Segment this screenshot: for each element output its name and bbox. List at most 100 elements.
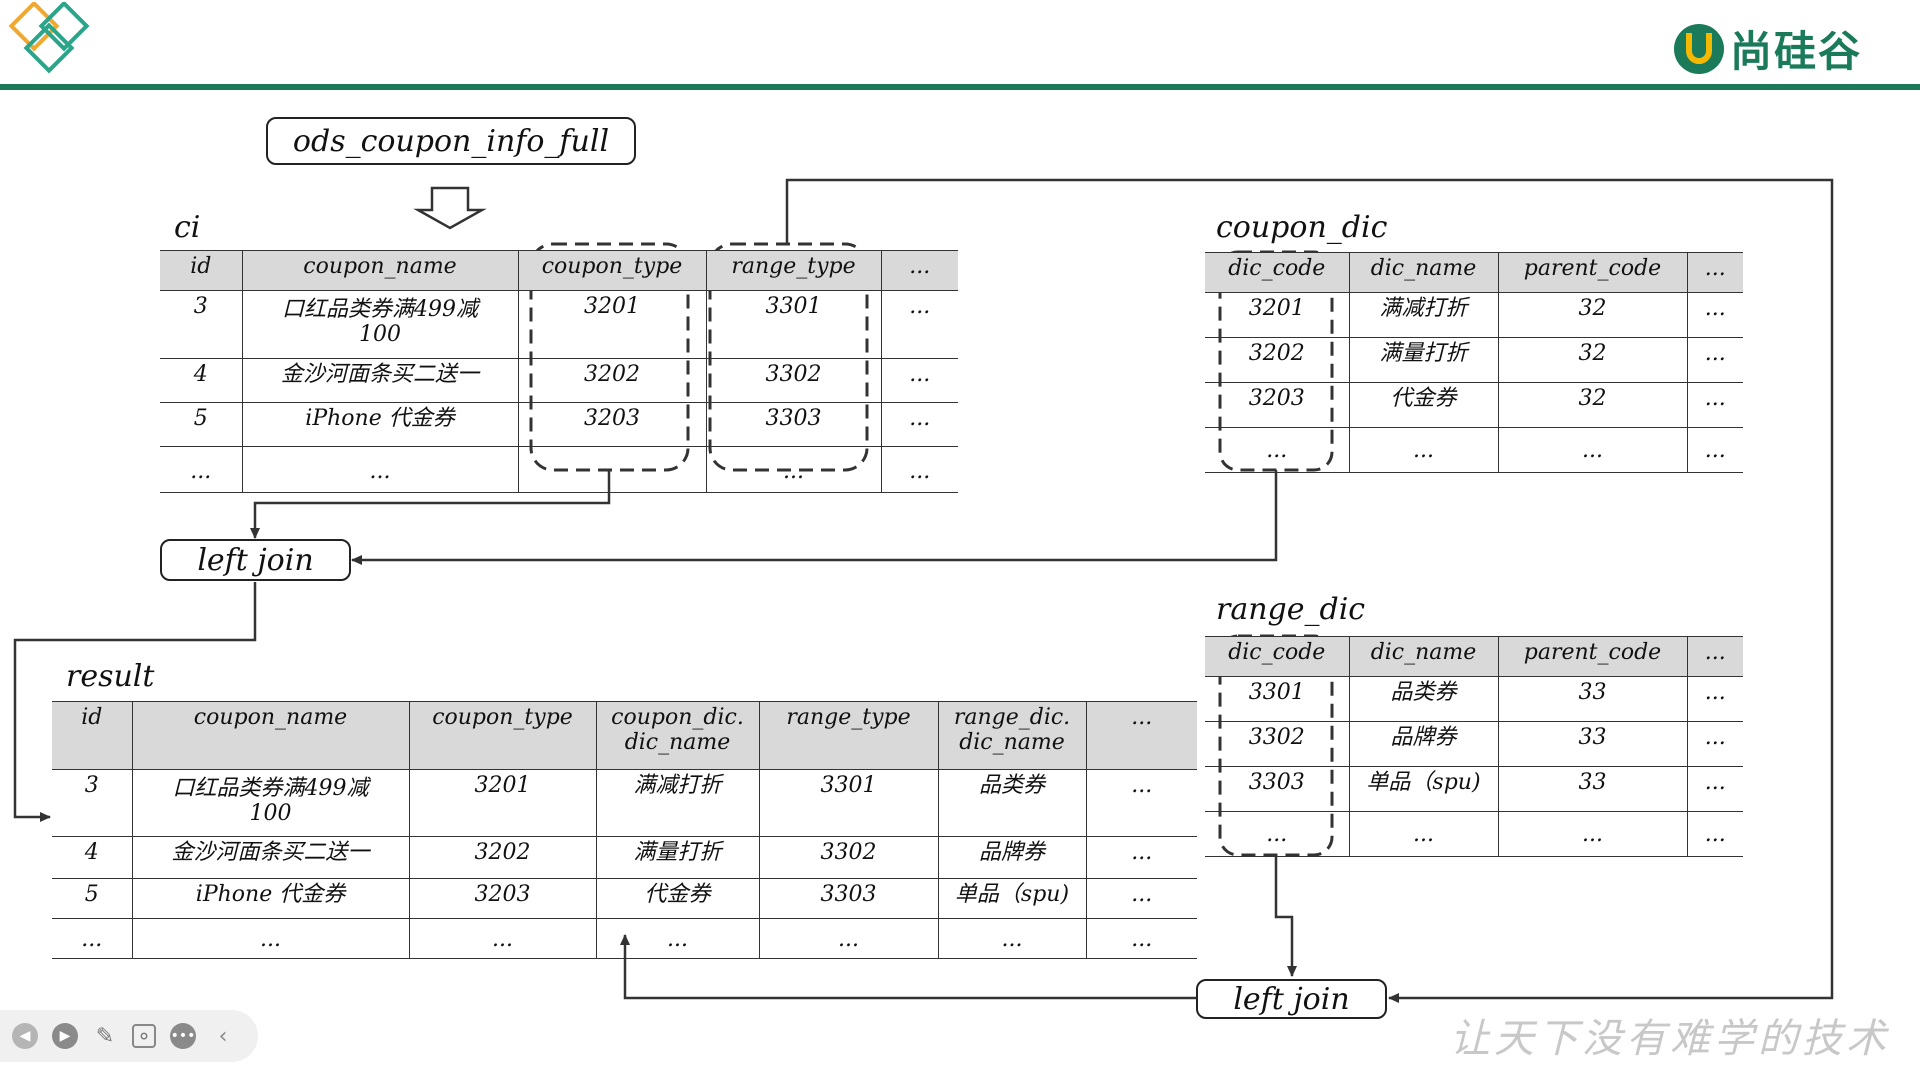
table-cell: 3: [160, 290, 243, 359]
table-row: ... ... ... ...: [1205, 427, 1743, 473]
brand-name: 尚硅谷: [1730, 27, 1863, 76]
zoom-icon[interactable]: ∘: [132, 1024, 156, 1049]
pen-icon[interactable]: ✎: [95, 1023, 115, 1049]
table-cell: ...: [1349, 811, 1499, 857]
table-cell: 3203: [409, 878, 597, 919]
table-row: 3201 满减打折 32 ...: [1205, 292, 1743, 338]
table-cell: ...: [132, 918, 410, 959]
column-header: parent_code: [1498, 636, 1688, 677]
table-cell: 3203: [1205, 382, 1350, 428]
column-header: dic_name: [1349, 252, 1499, 293]
table-cell: ...: [409, 918, 597, 959]
table-cell: 3301: [706, 290, 882, 359]
more-options-icon[interactable]: •••: [170, 1023, 196, 1049]
brand-u-icon: [1674, 23, 1724, 74]
table-cell: 满量打折: [596, 836, 760, 879]
table-row: ... ... ... ...: [160, 446, 958, 493]
column-header: coupon_type: [409, 701, 597, 770]
slogan-watermark: 让天下没有难学的技术: [1450, 1016, 1890, 1062]
table-cell: ...: [1349, 427, 1499, 473]
table-row: 5 iPhone 代金券 3203 代金券 3303 单品（spu) ...: [52, 878, 1197, 919]
coupon-dic-table: dic_code dic_name parent_code ... 3201 满…: [1205, 252, 1743, 473]
table-cell: ...: [1687, 811, 1743, 857]
table-cell: ...: [242, 446, 519, 493]
coupon-dic-title: coupon_dic: [1216, 210, 1388, 245]
table-row: 3302 品牌券 33 ...: [1205, 721, 1743, 767]
table-cell: ...: [1086, 878, 1197, 919]
result-title: result: [66, 659, 155, 694]
table-cell: ...: [1498, 811, 1688, 857]
table-cell: 品类券: [1349, 676, 1499, 722]
header-divider: [0, 84, 1920, 90]
table-cell: 3302: [759, 836, 939, 879]
table-cell: 品牌券: [938, 836, 1087, 879]
column-header: coupon_type: [518, 250, 707, 291]
table-cell: ...: [1687, 292, 1743, 338]
table-cell: 口红品类券满499减100: [132, 769, 410, 837]
join-to-result-line: [13, 582, 257, 822]
table-cell: [518, 446, 707, 493]
table-cell: ...: [1086, 836, 1197, 879]
table-header-row: dic_code dic_name parent_code ...: [1205, 636, 1743, 677]
column-header: ...: [1086, 701, 1197, 770]
left-join-box-1: left join: [160, 539, 351, 581]
table-cell: 金沙河面条买二送一: [132, 836, 410, 879]
table-cell: 3: [52, 769, 133, 837]
table-cell: iPhone 代金券: [132, 878, 410, 919]
next-slide-icon[interactable]: ▶: [52, 1023, 78, 1049]
table-cell: 满减打折: [596, 769, 760, 837]
column-header: dic_code: [1205, 636, 1350, 677]
column-header: ...: [1687, 252, 1743, 293]
table-cell: 33: [1498, 676, 1688, 722]
table-cell: 3201: [1205, 292, 1350, 338]
table-cell: 3201: [518, 290, 707, 359]
table-header-row: id coupon_name coupon_type range_type ..…: [160, 250, 958, 291]
table-cell: ...: [1687, 676, 1743, 722]
ci-table: id coupon_name coupon_type range_type ..…: [160, 250, 958, 493]
table-cell: 3201: [409, 769, 597, 837]
table-cell: 4: [160, 358, 243, 403]
table-cell: 3202: [518, 358, 707, 403]
table-cell: ...: [1086, 918, 1197, 959]
table-cell: ...: [1498, 427, 1688, 473]
column-header: parent_code: [1498, 252, 1688, 293]
table-cell: ...: [160, 446, 243, 493]
table-header-row: id coupon_name coupon_type coupon_dic. d…: [52, 701, 1197, 770]
table-cell: 口红品类券满499减100: [242, 290, 519, 359]
table-cell: ...: [52, 918, 133, 959]
table-cell: 满减打折: [1349, 292, 1499, 338]
table-cell: 3302: [706, 358, 882, 403]
table-row: 3202 满量打折 32 ...: [1205, 337, 1743, 383]
table-cell: 3303: [1205, 766, 1350, 812]
column-header: dic_code: [1205, 252, 1350, 293]
previous-slide-icon[interactable]: ◀: [12, 1023, 38, 1049]
table-cell: 32: [1498, 382, 1688, 428]
table-cell: ...: [1687, 721, 1743, 767]
presentation-toolbar: ◀ ▶ ✎ ∘ ••• ‹: [0, 1010, 258, 1062]
table-header-row: dic_code dic_name parent_code ...: [1205, 252, 1743, 293]
table-cell: 金沙河面条买二送一: [242, 358, 519, 403]
column-header: id: [160, 250, 243, 291]
left-join-label-2: left join: [1233, 981, 1350, 1017]
column-header: range_dic. dic_name: [938, 701, 1087, 770]
table-row: ... ... ... ...: [1205, 811, 1743, 857]
table-cell: 3202: [409, 836, 597, 879]
table-cell: ...: [881, 290, 958, 359]
table-cell: ...: [596, 918, 760, 959]
table-cell: 32: [1498, 337, 1688, 383]
collapse-toolbar-icon[interactable]: ‹: [218, 1023, 228, 1049]
table-cell: 3303: [759, 878, 939, 919]
column-header: id: [52, 701, 133, 770]
table-cell: ...: [706, 446, 882, 493]
table-cell: ...: [1205, 811, 1350, 857]
down-arrow-icon: [413, 186, 487, 230]
range-type-to-join-line: [785, 178, 1834, 1003]
table-cell: iPhone 代金券: [242, 402, 519, 447]
table-cell: 33: [1498, 721, 1688, 767]
column-header: ...: [881, 250, 958, 291]
table-row: 5 iPhone 代金券 3203 3303 ...: [160, 402, 958, 447]
table-cell: ...: [938, 918, 1087, 959]
table-row: 3 口红品类券满499减100 3201 3301 ...: [160, 290, 958, 359]
table-cell: ...: [1687, 766, 1743, 812]
table-cell: 33: [1498, 766, 1688, 812]
